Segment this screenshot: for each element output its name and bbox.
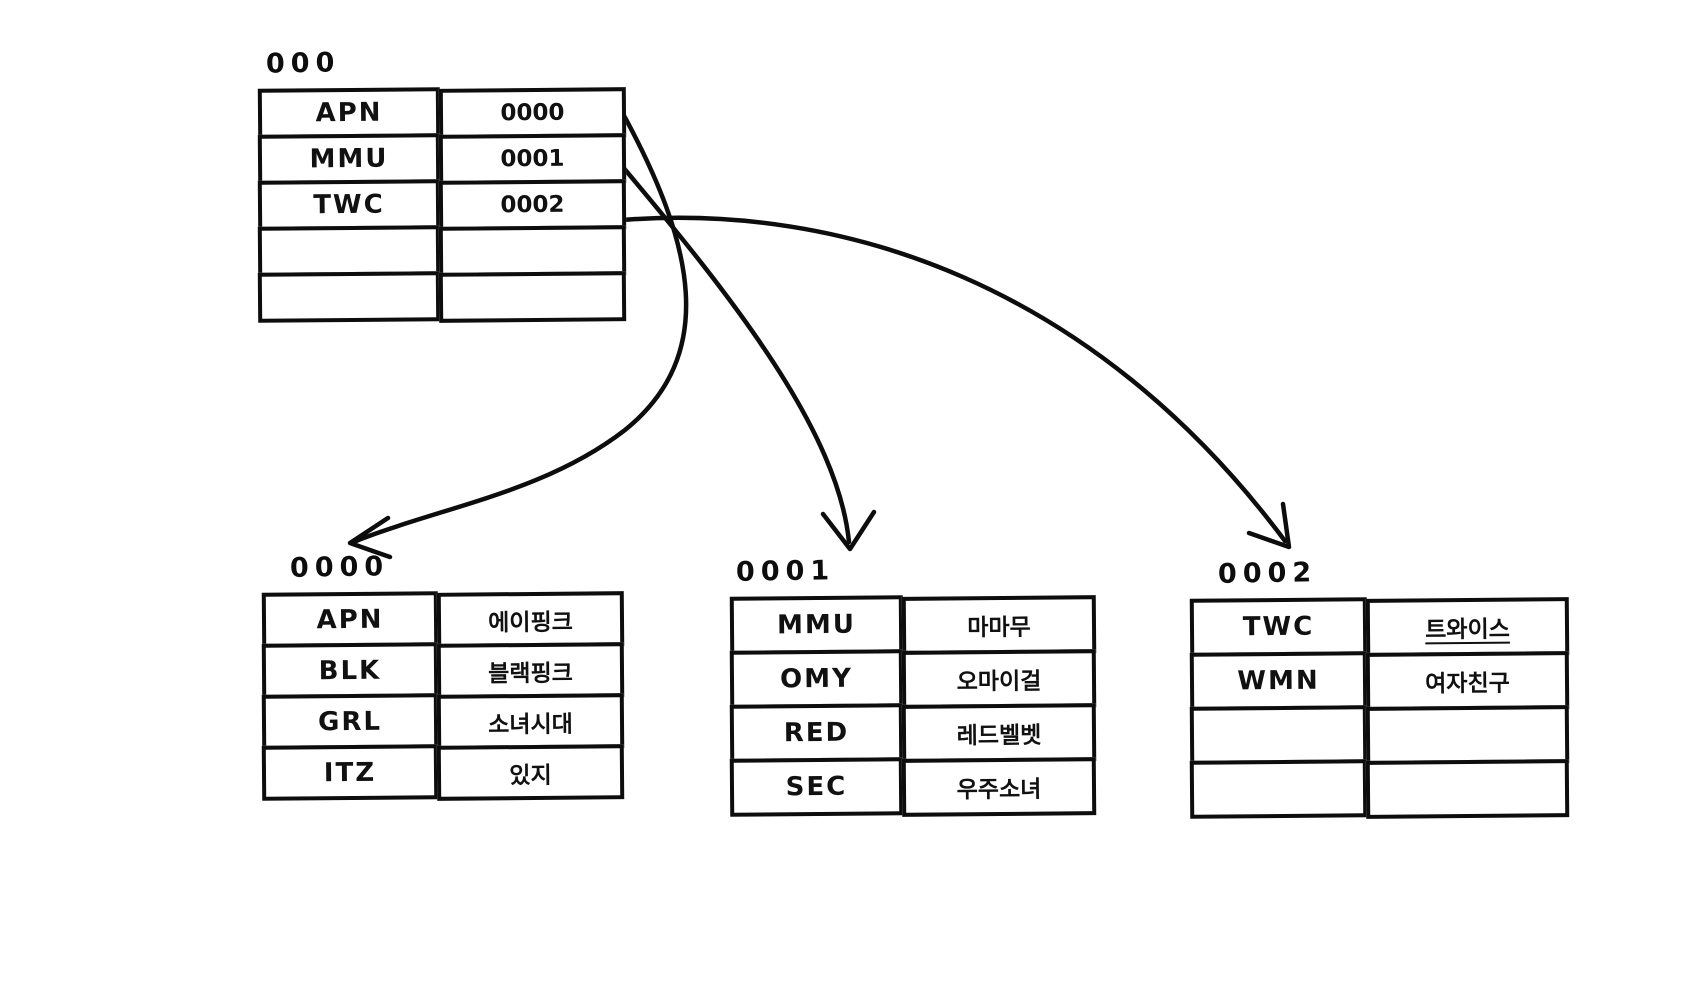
key-cell: OMY [729, 649, 904, 709]
leaf-page-label-0002: 0002 [1217, 557, 1318, 590]
leaf-page-table-0002: TWC 트와이스 WMN 여자친구 [1189, 597, 1570, 819]
key-cell: MMU [257, 133, 441, 185]
key-cell: TWC [1189, 597, 1368, 657]
pointer-cell: 0000 [438, 87, 627, 139]
value-cell: 여자친구 [1365, 651, 1570, 711]
key-cell: TWC [257, 179, 441, 231]
table-row [1189, 759, 1570, 819]
table-row: OMY 오마이걸 [729, 649, 1097, 709]
table-row: SEC 우주소녀 [729, 757, 1097, 817]
value-cell [1365, 705, 1570, 765]
table-row: ITZ 있지 [261, 744, 625, 801]
leaf-page-table-0000: APN 에이핑크 BLK 블랙핑크 GRL 소녀시대 ITZ 있지 [261, 591, 625, 801]
pointer-cell [438, 225, 627, 277]
table-row: RED 레드벨벳 [729, 703, 1097, 763]
key-cell: BLK [261, 642, 439, 699]
key-cell: APN [261, 591, 439, 648]
table-row: TWC 트와이스 [1189, 597, 1570, 657]
leaf-page-label-0001: 0001 [735, 555, 836, 588]
value-cell: 소녀시대 [436, 693, 625, 750]
pointer-cell [438, 271, 627, 323]
key-cell: SEC [729, 757, 904, 817]
table-row: WMN 여자친구 [1189, 651, 1570, 711]
root-page-table: APN 0000 MMU 0001 TWC 0002 [257, 87, 627, 323]
pointer-arrow-to-page-0002 [619, 215, 1292, 550]
value-cell: 있지 [436, 744, 625, 801]
value-cell: 레드벨벳 [901, 703, 1097, 763]
table-row: APN 에이핑크 [261, 591, 625, 648]
key-cell: RED [729, 703, 904, 763]
value-cell: 트와이스 [1365, 597, 1570, 657]
value-cell [1365, 759, 1570, 819]
table-row: MMU 0001 [257, 133, 627, 185]
value-cell: 우주소녀 [901, 757, 1097, 817]
table-row [257, 225, 627, 277]
value-cell: 에이핑크 [436, 591, 625, 648]
leaf-page-label-0000: 0000 [289, 551, 390, 584]
pointer-arrow-to-page-0001 [619, 163, 877, 552]
key-cell [1189, 759, 1368, 819]
table-row: MMU 마마무 [729, 595, 1097, 655]
value-cell: 마마무 [901, 595, 1097, 655]
leaf-page-table-0001: MMU 마마무 OMY 오마이걸 RED 레드벨벳 SEC 우주소녀 [729, 595, 1097, 817]
table-row: APN 0000 [257, 87, 627, 139]
key-cell: ITZ [261, 744, 439, 801]
value-cell: 오마이걸 [901, 649, 1097, 709]
pointer-cell: 0001 [438, 133, 627, 185]
key-cell [1189, 705, 1368, 765]
pointer-cell: 0002 [438, 179, 627, 231]
key-cell [257, 225, 441, 277]
value-cell: 블랙핑크 [436, 642, 625, 699]
table-row: GRL 소녀시대 [261, 693, 625, 750]
key-cell: MMU [729, 595, 904, 655]
key-cell: APN [257, 87, 441, 139]
key-cell [257, 271, 441, 323]
key-cell: GRL [261, 693, 439, 750]
table-row [1189, 705, 1570, 765]
table-row [257, 271, 627, 323]
table-row: TWC 0002 [257, 179, 627, 231]
root-page-label: 000 [265, 47, 341, 80]
key-cell: WMN [1189, 651, 1368, 711]
table-row: BLK 블랙핑크 [261, 642, 625, 699]
